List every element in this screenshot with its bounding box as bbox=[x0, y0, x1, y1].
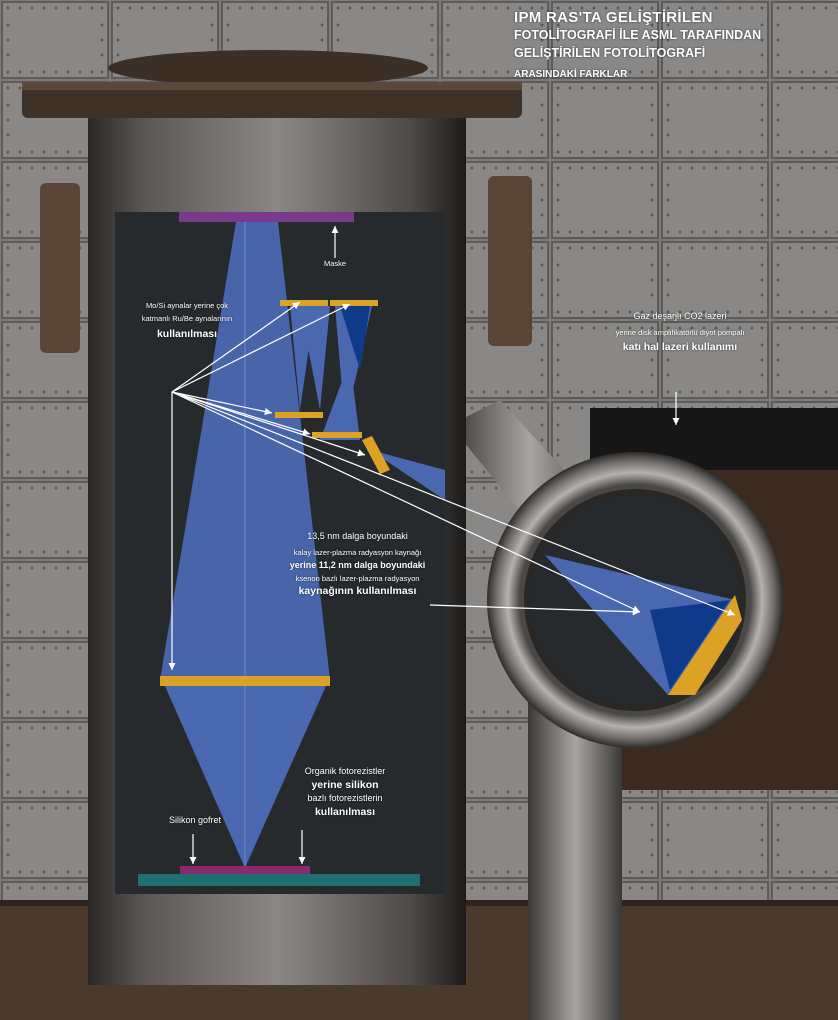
mirrors-label-line1: Mo/Si aynalar yerine çok bbox=[145, 301, 229, 310]
laser-label-line2: yerine disk amplifikatörlü diyot pompalı bbox=[615, 328, 745, 337]
title-line3: GELİŞTİRİLEN FOTOLİTOGRAFİ bbox=[514, 46, 706, 60]
title-line4: ARASINDAKİ FARKLAR bbox=[514, 69, 628, 80]
mirrors-label-line3: kullanılması bbox=[156, 328, 218, 340]
source-label-line3: yerine 11,2 nm dalga boyundaki bbox=[289, 560, 426, 570]
laser-label-line3: katı hal lazeri kullanımı bbox=[622, 341, 738, 353]
laser-label-line1: Gaz deşarjlı CO2 lazeri bbox=[633, 311, 727, 321]
wafer-label: Silikon gofret bbox=[168, 815, 222, 825]
resist-label-line4: kullanılması bbox=[314, 806, 376, 818]
title-line2: FOTOLİTOGRAFİ İLE ASML TARAFINDAN bbox=[514, 28, 762, 42]
source-label-line4: ksenon bazlı lazer-plazma radyasyon bbox=[295, 574, 420, 583]
source-label-line1: 13,5 nm dalga boyundaki bbox=[307, 531, 408, 541]
mask-label: Maske bbox=[323, 259, 347, 268]
source-label-line5: kaynağının kullanılması bbox=[298, 585, 417, 597]
mirrors-label-line2: katmanlı Ru/Be aynalarının bbox=[141, 314, 233, 323]
resist-label-line1: Organik fotorezistler bbox=[304, 766, 386, 776]
source-label-line2: kalay lazer-plazma radyasyon kaynağı bbox=[293, 548, 422, 557]
title-line1: IPM RAS'TA GELİŞTİRİLEN bbox=[514, 9, 713, 26]
resist-label-line2: yerine silikon bbox=[311, 779, 379, 791]
resist-label-line3: bazlı fotorezistlerin bbox=[307, 793, 383, 803]
